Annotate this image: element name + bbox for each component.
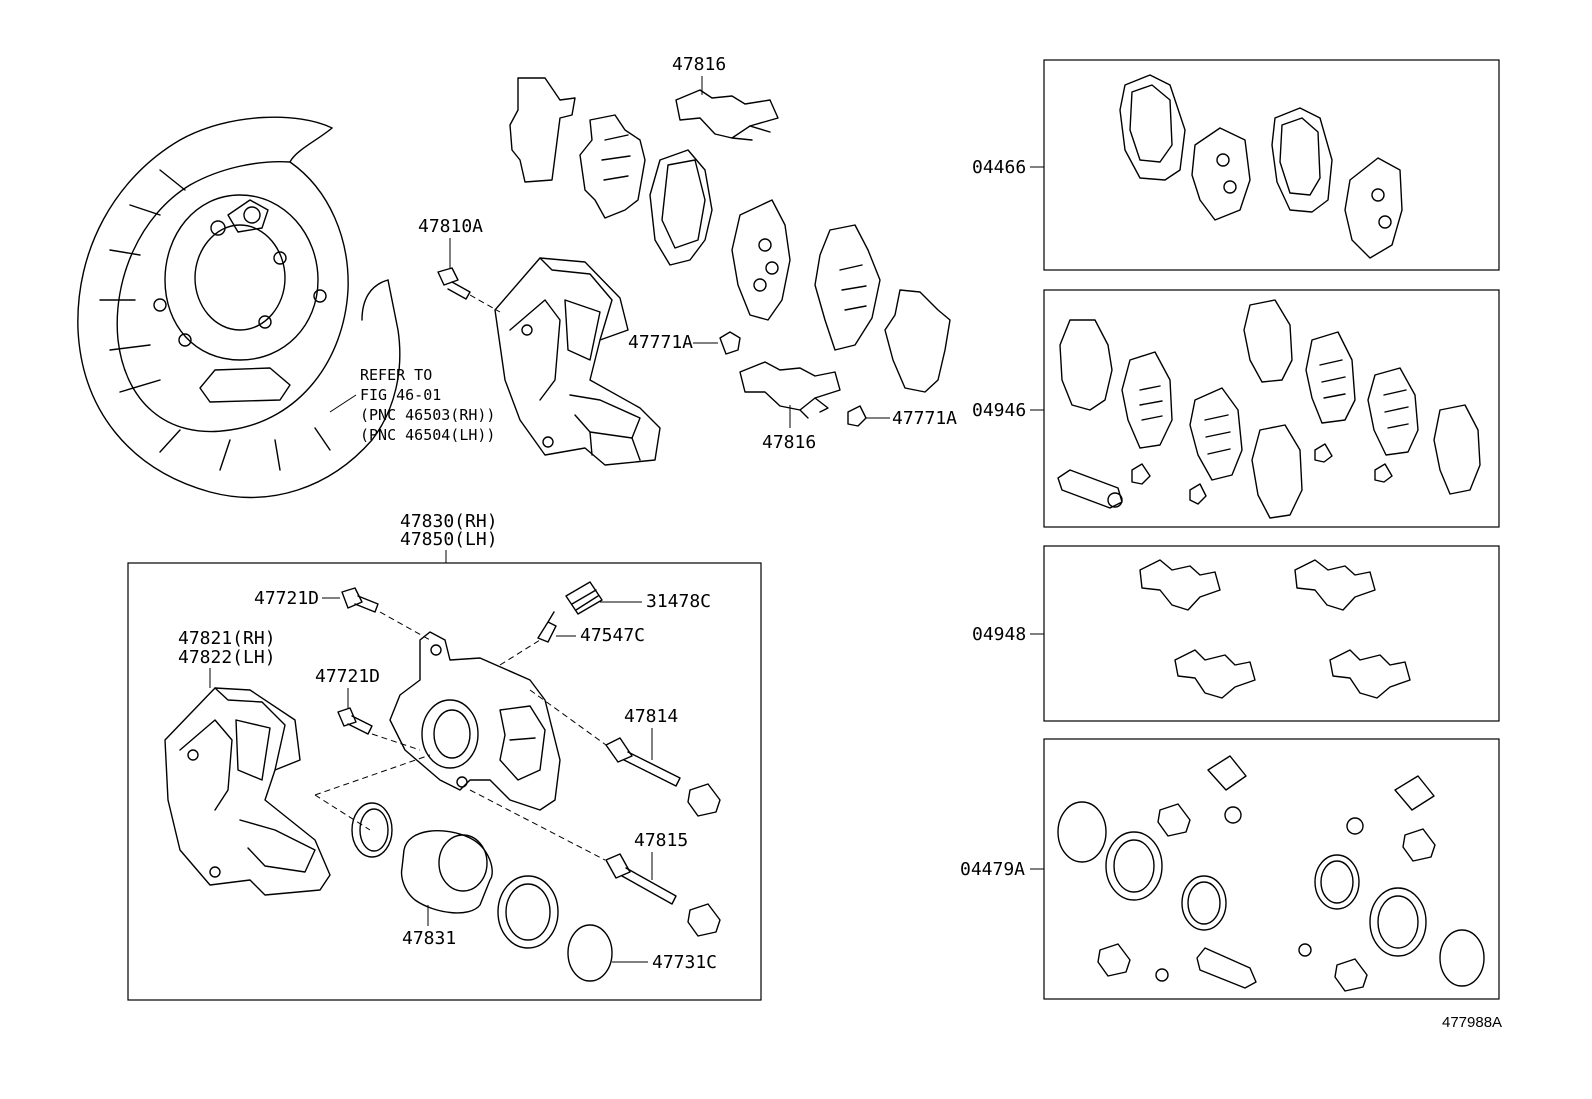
dust-shield-drawing bbox=[77, 116, 401, 499]
anti-squeal-shim-top bbox=[675, 89, 779, 141]
dash-47810A bbox=[469, 294, 501, 313]
label-31478C: 31478C bbox=[646, 591, 711, 612]
dash-47721D-b bbox=[371, 733, 421, 751]
refer-leader bbox=[329, 394, 357, 413]
label-47731C: 47731C bbox=[652, 952, 717, 973]
label-47821: 47821(RH) bbox=[178, 628, 276, 649]
label-47831: 47831 bbox=[402, 928, 456, 949]
boot-ring-47731C bbox=[567, 924, 613, 982]
kit-box-04948 bbox=[1043, 545, 1500, 722]
bolt-47721D-a bbox=[341, 587, 379, 613]
dash-piston-a bbox=[314, 754, 431, 796]
clip-47771A-left bbox=[719, 331, 741, 355]
bleeder-plug-47547C bbox=[537, 611, 557, 643]
piston-seal bbox=[351, 802, 393, 858]
guide-pin-47815 bbox=[605, 853, 721, 937]
caliper-support-bracket bbox=[164, 687, 331, 896]
guide-pin-47814 bbox=[605, 737, 721, 817]
figure-reference: 477988A bbox=[1442, 1014, 1502, 1031]
bleeder-cap-31478C bbox=[565, 581, 603, 615]
refer-note-line-2: FIG 46-01 bbox=[360, 386, 441, 404]
dash-47721D-a bbox=[379, 611, 431, 641]
label-04946: 04946 bbox=[972, 400, 1026, 421]
label-47721D-a: 47721D bbox=[254, 588, 319, 609]
label-47771A-left: 47771A bbox=[628, 332, 693, 353]
caliper-assembly-box bbox=[127, 562, 762, 1001]
clip-47771A-right bbox=[847, 405, 867, 427]
label-47815: 47815 bbox=[634, 830, 688, 851]
label-47816-bottom: 47816 bbox=[762, 432, 816, 453]
label-04948: 04948 bbox=[972, 624, 1026, 645]
label-47810A: 47810A bbox=[418, 216, 483, 237]
kit-04479A-seals bbox=[1057, 755, 1485, 992]
label-47814: 47814 bbox=[624, 706, 678, 727]
kit-04466-pads bbox=[1119, 74, 1403, 259]
refer-note-line-3: (PNC 46503(RH)) bbox=[360, 406, 495, 424]
dash-pin-47815 bbox=[469, 789, 606, 861]
dash-pin-47814 bbox=[529, 689, 607, 746]
piston-47831 bbox=[400, 830, 493, 914]
piston-boot bbox=[497, 875, 559, 949]
label-47771A-right: 47771A bbox=[892, 408, 957, 429]
caliper-body bbox=[389, 631, 561, 811]
refer-note-line-4: (PNC 46504(LH)) bbox=[360, 426, 495, 444]
bolt-47810A-drawing bbox=[437, 267, 471, 300]
brake-pads-top-row bbox=[509, 77, 951, 393]
label-47721D-b: 47721D bbox=[315, 666, 380, 687]
kit-box-04479A bbox=[1043, 738, 1500, 1000]
kit-box-04946 bbox=[1043, 289, 1500, 528]
bolt-47721D-b bbox=[337, 707, 373, 735]
caliper-title-rh: 47830(RH) bbox=[400, 511, 498, 532]
kit-04948-shims bbox=[1139, 559, 1411, 699]
label-47816-top: 47816 bbox=[672, 54, 726, 75]
caliper-title-lh: 47850(LH) bbox=[400, 529, 498, 550]
kit-04946-pads bbox=[1057, 299, 1481, 519]
label-04466: 04466 bbox=[972, 157, 1026, 178]
kit-box-04466 bbox=[1043, 59, 1500, 271]
label-47822: 47822(LH) bbox=[178, 647, 276, 668]
refer-note-line-1: REFER TO bbox=[360, 366, 432, 384]
anti-squeal-shim-bottom bbox=[739, 361, 841, 419]
caliper-bracket-drawing bbox=[494, 257, 661, 466]
dash-piston-b bbox=[314, 794, 371, 831]
label-47547C: 47547C bbox=[580, 625, 645, 646]
label-04479A: 04479A bbox=[960, 859, 1025, 880]
dash-bleeder bbox=[499, 639, 541, 666]
